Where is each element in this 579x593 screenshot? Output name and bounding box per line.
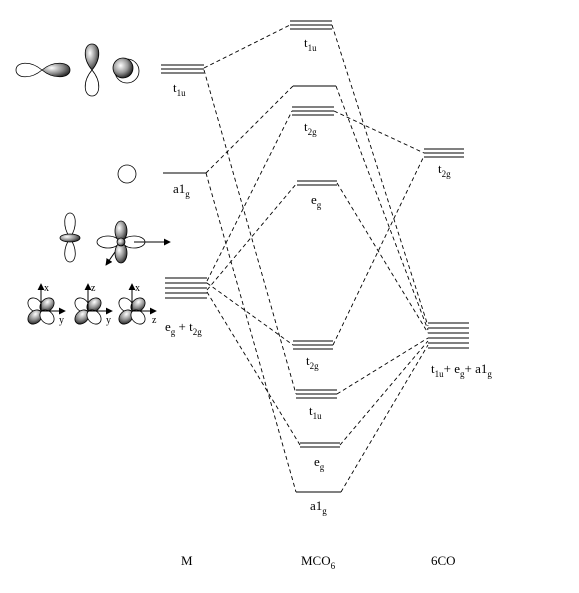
- metal-column-title: M: [181, 553, 193, 568]
- complex-eg-star-level: [297, 180, 337, 186]
- s-orbital-icon: [117, 164, 137, 184]
- ligand-t2g-label: t2g: [438, 161, 451, 179]
- dxy-orbital-icon: x y: [27, 283, 66, 326]
- metal-d-label: eg + t2g: [165, 319, 202, 337]
- dz2-orbital-icon: [59, 212, 81, 263]
- ligand-column-title: 6CO: [431, 553, 456, 568]
- pz-orbital-icon: [84, 43, 100, 97]
- ligand-sigma-label: t1u+ eg+ a1g: [431, 361, 492, 379]
- metal-d-level: [165, 277, 207, 299]
- complex-t1u-label: t1u: [309, 403, 322, 421]
- complex-t1u-level: [296, 389, 337, 399]
- complex-t2g-lower-level: [293, 340, 333, 350]
- complex-t2g-upper-label: t2g: [304, 119, 317, 137]
- ligand-t2g-level: [424, 148, 464, 158]
- complex-a1g-label: a1g: [310, 498, 327, 516]
- dx2y2-orbital-icon: [96, 220, 171, 266]
- dxz-orbital-icon: x z: [118, 283, 157, 326]
- complex-eg-label: eg: [314, 454, 325, 472]
- correlation-lines: [203, 24, 429, 493]
- complex-eg-level: [300, 442, 340, 448]
- metal-t1u-level: [161, 64, 204, 74]
- metal-t1u-label: t1u: [173, 80, 186, 98]
- dyz-axis-y-label: y: [106, 315, 111, 326]
- ligand-sigma-level: [428, 322, 469, 349]
- dxz-axis-z-label: z: [152, 315, 157, 326]
- complex-t1u-star-level: [290, 20, 332, 30]
- complex-column-title: MCO6: [301, 553, 336, 571]
- dxy-axis-y-label: y: [59, 315, 64, 326]
- dxy-axis-x-label: x: [44, 283, 49, 294]
- py-orbital-icon: [112, 57, 140, 84]
- px-orbital-icon: [15, 62, 71, 78]
- complex-eg-star-label: eg: [311, 192, 322, 210]
- metal-a1g-label: a1g: [173, 181, 190, 199]
- complex-t1u-star-label: t1u: [304, 35, 317, 53]
- complex-t2g-lower-label: t2g: [306, 353, 319, 371]
- dyz-axis-z-label: z: [91, 283, 96, 294]
- dyz-orbital-icon: z y: [74, 283, 113, 326]
- dxz-axis-x-label: x: [135, 283, 140, 294]
- complex-t2g-upper-level: [292, 106, 334, 116]
